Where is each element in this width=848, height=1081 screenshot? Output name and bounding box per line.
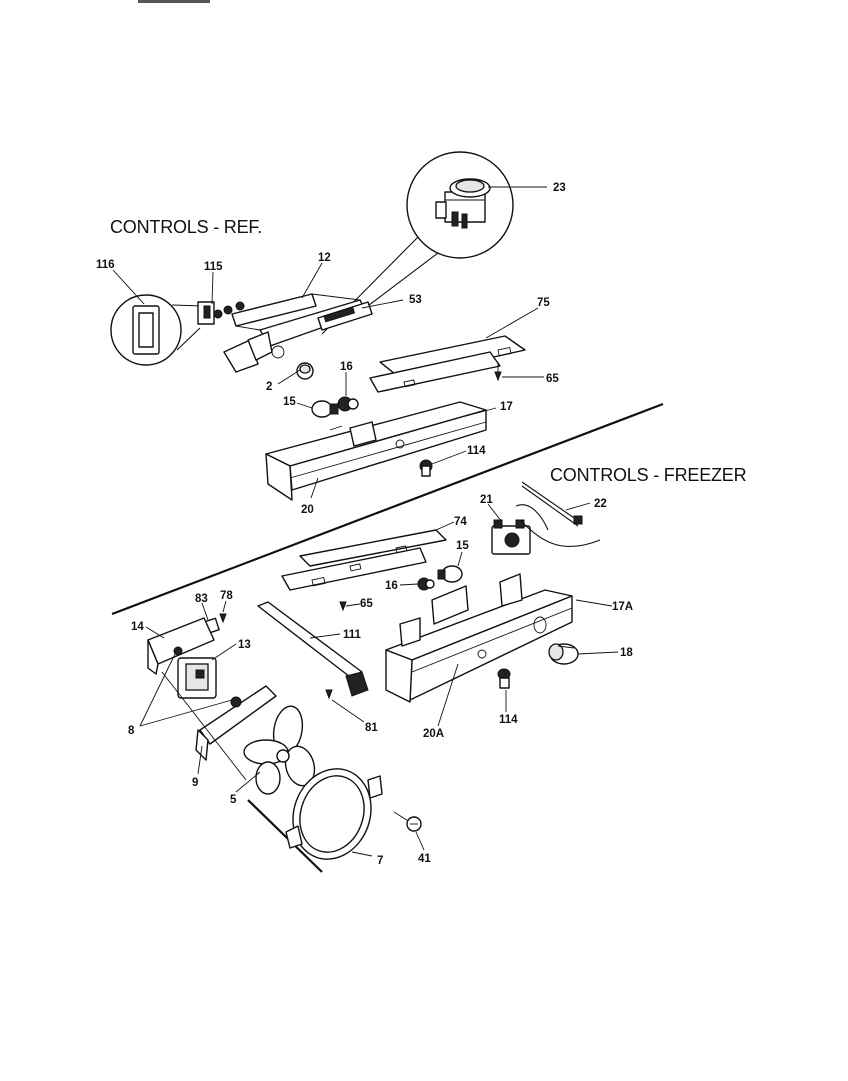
label-part-20A: 20A	[423, 728, 444, 740]
zoom-line-116-b	[176, 327, 201, 351]
part-65-screw-ref	[494, 362, 502, 382]
divider-line-upper	[111, 402, 664, 616]
part-9-motor-bracket	[195, 685, 277, 761]
label-part-75: 75	[537, 297, 550, 309]
part-114-button-frz	[497, 668, 511, 689]
label-part-115: 115	[204, 261, 223, 273]
label-part-22: 22	[594, 498, 607, 510]
label-part-16-frz: 16	[385, 580, 398, 592]
label-part-116: 116	[96, 259, 115, 271]
part-115-switch	[197, 301, 245, 325]
part-41-screw	[393, 811, 422, 832]
divider-line-lower	[247, 799, 323, 873]
label-part-65-ref: 65	[546, 373, 559, 385]
label-part-14: 14	[131, 621, 144, 633]
part-7-fan-shroud	[285, 768, 383, 860]
part-16-lamp-socket-frz	[417, 577, 435, 591]
label-part-41: 41	[418, 853, 431, 865]
part-65-screw-frz	[339, 601, 347, 612]
part-14-bracket	[147, 617, 215, 675]
part-53-cover	[317, 301, 373, 331]
label-part-17A: 17A	[612, 601, 633, 613]
part-13-fan-motor	[177, 657, 217, 699]
label-part-15-ref: 15	[283, 396, 296, 408]
header-remnant	[138, 0, 210, 3]
section-title-refrigerator: CONTROLS - REF.	[110, 217, 262, 237]
part-2-knob	[296, 362, 314, 380]
part-17A-control-housing-frz	[385, 573, 573, 703]
part-81-screw	[325, 689, 333, 700]
part-21-thermostat	[491, 519, 531, 555]
part-15-light-bulb-frz	[437, 565, 463, 583]
label-part-5: 5	[230, 794, 237, 806]
part-114-button-ref	[419, 459, 433, 477]
part-75-shield	[369, 335, 526, 393]
part-22-capillary-tube	[515, 481, 601, 548]
part-16-lamp-socket-ref	[337, 396, 359, 412]
part-74-shield	[281, 529, 447, 591]
label-part-12: 12	[318, 252, 331, 264]
part-116-switch-zoom	[110, 294, 182, 366]
label-part-65-frz: 65	[360, 598, 373, 610]
label-part-17: 17	[500, 401, 513, 413]
section-title-freezer: CONTROLS - FREEZER	[550, 465, 747, 485]
label-part-74: 74	[454, 516, 467, 528]
label-part-8: 8	[128, 725, 135, 737]
label-part-81: 81	[365, 722, 378, 734]
label-part-78: 78	[220, 590, 233, 602]
part-5-fan-blade	[243, 705, 316, 795]
label-part-16-ref: 16	[340, 361, 353, 373]
label-part-21: 21	[480, 494, 493, 506]
label-part-13: 13	[238, 639, 251, 651]
label-part-111: 111	[343, 629, 362, 641]
part-111-damper-link	[257, 601, 369, 697]
part-18-control-knob	[548, 643, 579, 665]
part-78-screw	[219, 613, 227, 624]
label-part-9: 9	[192, 777, 198, 789]
label-part-18: 18	[620, 647, 633, 659]
label-part-15-frz: 15	[456, 540, 469, 552]
part-15-light-bulb-ref	[311, 400, 339, 418]
label-part-114-ref: 114	[467, 445, 486, 457]
label-part-20: 20	[301, 504, 314, 516]
label-part-2: 2	[266, 381, 272, 393]
label-part-7: 7	[377, 855, 383, 867]
label-part-53: 53	[409, 294, 422, 306]
leader-lines	[112, 186, 619, 857]
label-part-83: 83	[195, 593, 208, 605]
part-23-defrost-timer-zoom	[406, 151, 514, 259]
label-part-114-frz: 114	[499, 714, 518, 726]
part-17-control-housing-ref	[265, 401, 487, 501]
label-part-23: 23	[553, 182, 566, 194]
